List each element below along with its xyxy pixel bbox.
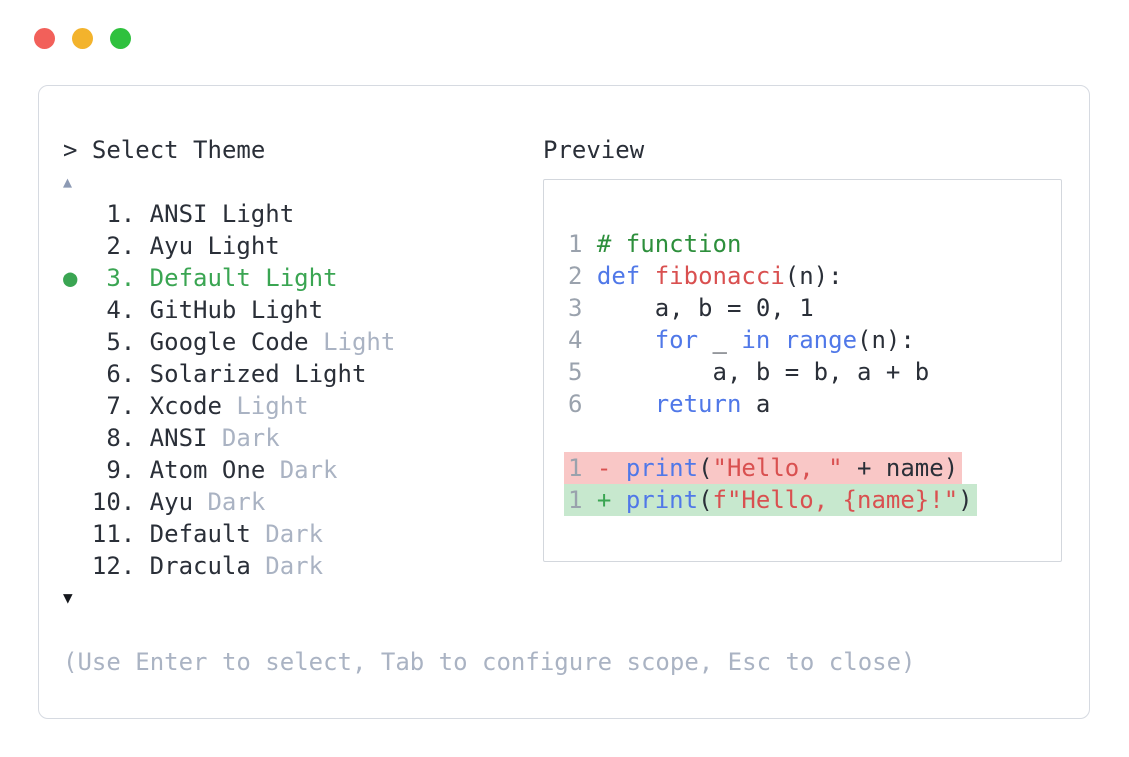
theme-name: GitHub bbox=[149, 296, 237, 324]
theme-item-10[interactable]: 10. Ayu Dark bbox=[63, 486, 543, 518]
item-number: 10. bbox=[91, 488, 136, 516]
close-button[interactable] bbox=[34, 28, 55, 49]
code-line-content: 3 a, b = 0, 1 bbox=[568, 294, 814, 322]
theme-variant: Dark bbox=[265, 552, 324, 580]
code-line-1: 1 # function bbox=[568, 228, 1061, 260]
theme-name: Xcode bbox=[149, 392, 222, 420]
theme-variant: Light bbox=[265, 264, 338, 292]
theme-name: Solarized bbox=[149, 360, 280, 388]
code-line-6: 6 return a bbox=[568, 388, 1061, 420]
code-line-5: 5 a, b = b, a + b bbox=[568, 356, 1061, 388]
theme-item-8[interactable]: 8. ANSI Dark bbox=[63, 422, 543, 454]
code-line-content: 1 # function bbox=[568, 230, 742, 258]
code-line-2: 2 def fibonacci(n): bbox=[568, 260, 1061, 292]
code-line-7 bbox=[568, 420, 1061, 452]
item-number: 4. bbox=[106, 296, 136, 324]
theme-variant: Dark bbox=[265, 520, 324, 548]
theme-name: Default bbox=[149, 264, 251, 292]
theme-item-3[interactable]: ● 3. Default Light bbox=[63, 262, 543, 294]
theme-name: Google Code bbox=[149, 328, 309, 356]
item-number: 1. bbox=[106, 200, 136, 228]
code-line-3: 3 a, b = 0, 1 bbox=[568, 292, 1061, 324]
zoom-button[interactable] bbox=[110, 28, 131, 49]
preview-title: Preview bbox=[543, 136, 645, 164]
minimize-button[interactable] bbox=[72, 28, 93, 49]
code-line-content: 5 a, b = b, a + b bbox=[568, 358, 930, 386]
theme-item-4[interactable]: 4. GitHub Light bbox=[63, 294, 543, 326]
item-number: 2. bbox=[106, 232, 136, 260]
diff-removed-line: 1 - print("Hello, " + name) bbox=[564, 452, 963, 484]
theme-variant: Light bbox=[294, 360, 367, 388]
scroll-down-icon[interactable]: ▼ bbox=[63, 588, 73, 607]
preview-column: Preview 1 # function 2 def fibonacci(n): 3… bbox=[543, 134, 1062, 718]
item-number: 7. bbox=[106, 392, 136, 420]
theme-variant: Light bbox=[207, 232, 280, 260]
item-number: 3. bbox=[106, 264, 136, 292]
item-number: 9. bbox=[106, 456, 136, 484]
theme-variant: Dark bbox=[221, 424, 280, 452]
theme-variant: Light bbox=[221, 200, 295, 228]
item-number: 8. bbox=[106, 424, 136, 452]
theme-variant: Dark bbox=[207, 488, 266, 516]
code-line-content: 4 for _ in range(n): bbox=[568, 326, 915, 354]
item-number: 5. bbox=[106, 328, 136, 356]
theme-variant: Light bbox=[250, 296, 324, 324]
theme-variant: Dark bbox=[279, 456, 338, 484]
code-line-4: 4 for _ in range(n): bbox=[568, 324, 1061, 356]
theme-item-6[interactable]: 6. Solarized Light bbox=[63, 358, 543, 390]
theme-item-2[interactable]: 2. Ayu Light bbox=[63, 230, 543, 262]
theme-variant: Light bbox=[236, 392, 309, 420]
item-number: 12. bbox=[91, 552, 136, 580]
selected-bullet-icon: ● bbox=[63, 264, 78, 292]
theme-item-5[interactable]: 5. Google Code Light bbox=[63, 326, 543, 358]
diff-added-line: 1 + print(f"Hello, {name}!") bbox=[564, 484, 977, 516]
code-line-content: 6 return a bbox=[568, 390, 771, 418]
scroll-up-icon[interactable]: ▲ bbox=[63, 173, 73, 191]
select-theme-prompt: > Select Theme bbox=[63, 136, 266, 164]
code-line-9: 1 + print(f"Hello, {name}!") bbox=[564, 484, 1061, 516]
theme-name: ANSI bbox=[149, 424, 208, 452]
theme-item-9[interactable]: 9. Atom One Dark bbox=[63, 454, 543, 486]
theme-item-7[interactable]: 7. Xcode Light bbox=[63, 390, 543, 422]
code-line-8: 1 - print("Hello, " + name) bbox=[564, 452, 1061, 484]
theme-item-12[interactable]: 12. Dracula Dark bbox=[63, 550, 543, 582]
code-line-content: 2 def fibonacci(n): bbox=[568, 262, 843, 290]
item-number: 6. bbox=[106, 360, 136, 388]
theme-name: Default bbox=[149, 520, 251, 548]
theme-name: Ayu bbox=[149, 488, 194, 516]
theme-variant: Light bbox=[323, 328, 396, 356]
code-preview: 1 # function 2 def fibonacci(n): 3 a, b = … bbox=[564, 228, 1061, 516]
window-controls bbox=[34, 28, 131, 49]
theme-item-1[interactable]: 1. ANSI Light bbox=[63, 198, 543, 230]
preview-box: 1 # function 2 def fibonacci(n): 3 a, b = … bbox=[543, 179, 1062, 562]
theme-name: Ayu bbox=[149, 232, 194, 260]
theme-item-11[interactable]: 11. Default Dark bbox=[63, 518, 543, 550]
theme-name: ANSI bbox=[149, 200, 208, 228]
theme-name: Dracula bbox=[149, 552, 251, 580]
footer-hint: (Use Enter to select, Tab to configure s… bbox=[63, 648, 916, 676]
spacer bbox=[63, 614, 543, 646]
item-number: 11. bbox=[91, 520, 136, 548]
theme-name: Atom One bbox=[149, 456, 266, 484]
